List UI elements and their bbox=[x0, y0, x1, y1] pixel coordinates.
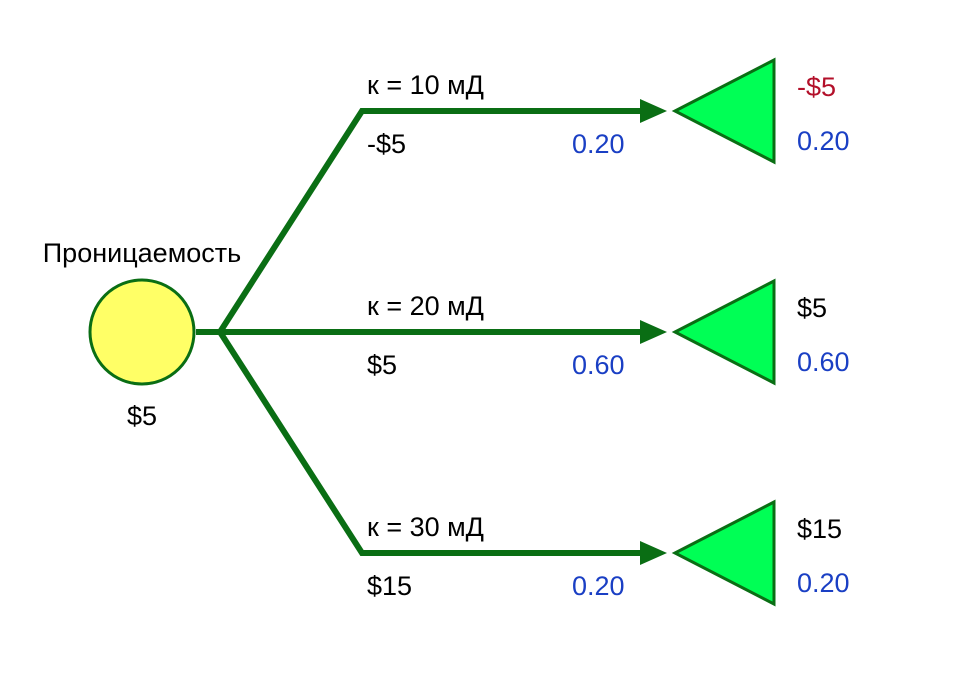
branch-label-1: к = 10 мД bbox=[367, 70, 484, 100]
branch-probability-1: 0.20 bbox=[572, 129, 625, 159]
branch-label-3: к = 30 мД bbox=[367, 512, 484, 542]
terminal-node-1 bbox=[671, 57, 776, 165]
terminal-probability-3: 0.20 bbox=[797, 568, 850, 598]
terminal-value-3: $15 bbox=[797, 514, 842, 544]
terminal-node-3 bbox=[671, 499, 776, 607]
root-value: $5 bbox=[127, 401, 157, 431]
terminal-probability-2: 0.60 bbox=[797, 347, 850, 377]
branch-line-3 bbox=[217, 330, 650, 556]
branch-payoff-3: $15 bbox=[367, 571, 412, 601]
arrowhead-2 bbox=[640, 320, 667, 344]
chance-node bbox=[88, 278, 196, 386]
branch-payoff-2: $5 bbox=[367, 350, 397, 380]
branch-label-2: к = 20 мД bbox=[367, 291, 484, 321]
terminal-value-2: $5 bbox=[797, 293, 827, 323]
arrowhead-3 bbox=[640, 541, 667, 565]
branch-probability-2: 0.60 bbox=[572, 350, 625, 380]
arrowhead-1 bbox=[640, 99, 667, 123]
terminal-probability-1: 0.20 bbox=[797, 126, 850, 156]
branch-probability-3: 0.20 bbox=[572, 571, 625, 601]
root-title: Проницаемость bbox=[43, 238, 241, 268]
branch-lines bbox=[196, 99, 667, 565]
terminal-value-1: -$5 bbox=[797, 72, 836, 102]
terminal-node-2 bbox=[671, 278, 776, 386]
branch-payoff-1: -$5 bbox=[367, 129, 406, 159]
